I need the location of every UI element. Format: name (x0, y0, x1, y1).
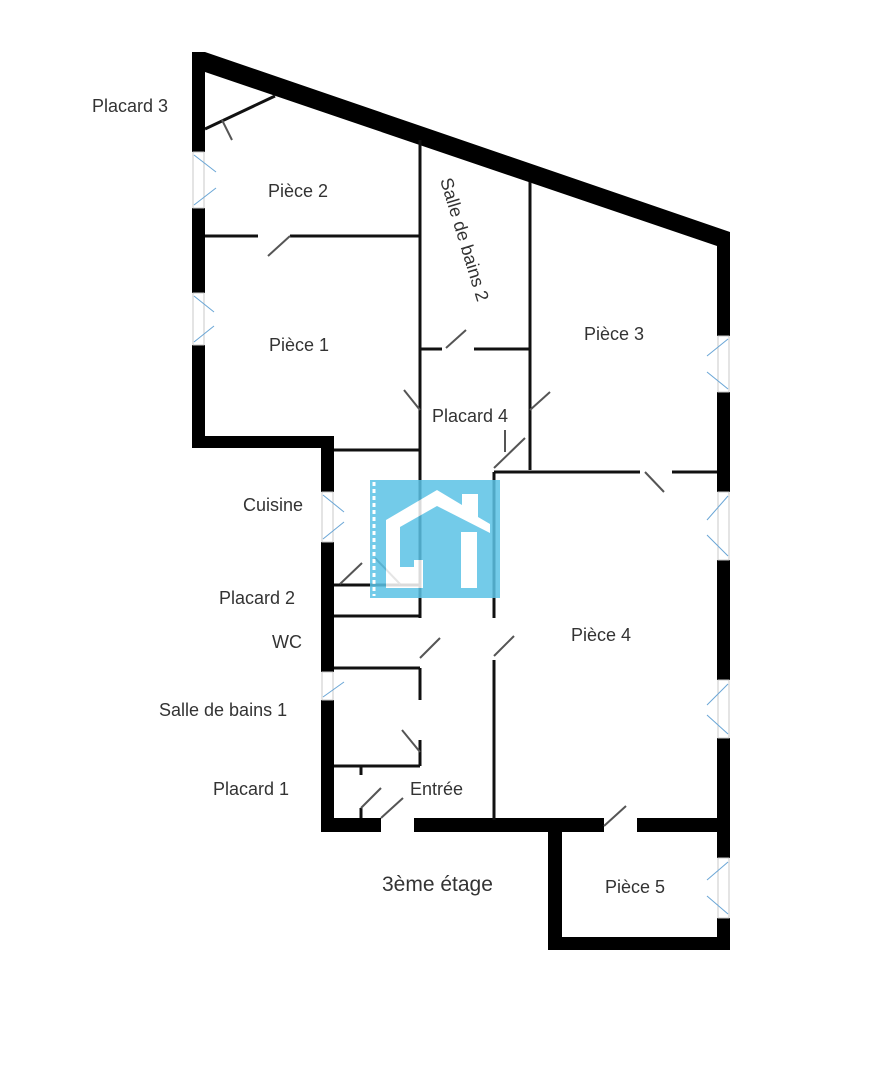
room-label-piece-3: Pièce 3 (584, 324, 644, 344)
room-label-salle-de-bains-2: Salle de bains 2 (436, 175, 493, 303)
room-label-entree: Entrée (410, 779, 463, 799)
doors (204, 94, 665, 827)
windows (192, 151, 730, 919)
room-label-placard-4: Placard 4 (432, 406, 508, 426)
room-label-piece-4: Pièce 4 (571, 625, 631, 645)
side-label-placard-1: Placard 1 (213, 779, 289, 799)
side-labels: Placard 3 Cuisine Placard 2 WC Salle de … (92, 96, 303, 799)
side-label-wc: WC (272, 632, 302, 652)
side-label-cuisine: Cuisine (243, 495, 303, 515)
side-label-placard-3: Placard 3 (92, 96, 168, 116)
exterior-walls (192, 52, 730, 950)
room-label-piece-5: Pièce 5 (605, 877, 665, 897)
room-label-piece-2: Pièce 2 (268, 181, 328, 201)
side-label-salle-de-bains-1: Salle de bains 1 (159, 700, 287, 720)
room-label-piece-1: Pièce 1 (269, 335, 329, 355)
floor-level-label: 3ème étage (382, 873, 493, 896)
side-label-placard-2: Placard 2 (219, 588, 295, 608)
house-logo-icon (370, 480, 500, 598)
